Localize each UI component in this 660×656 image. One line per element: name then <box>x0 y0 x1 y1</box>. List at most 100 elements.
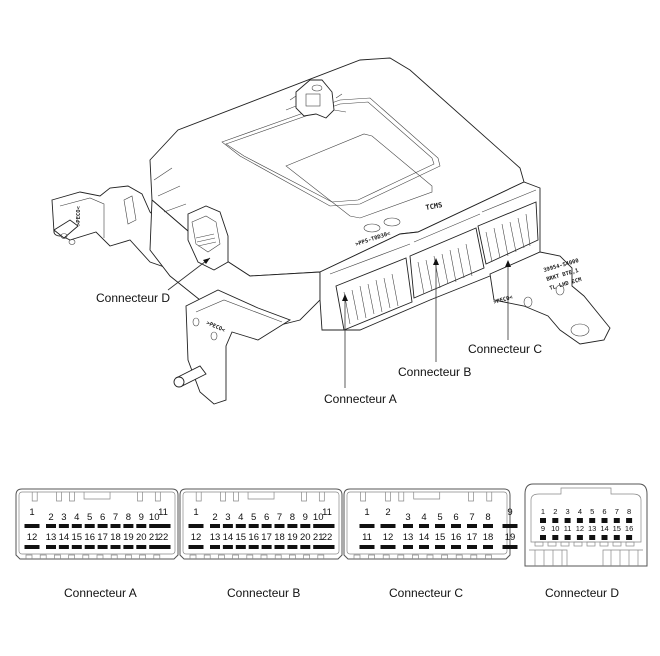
pin-label: 8 <box>627 507 631 516</box>
connector-c-title: Connecteur C <box>389 586 463 600</box>
pin-terminal <box>46 524 56 528</box>
pin-label: 16 <box>248 532 259 543</box>
pin-terminal <box>155 524 171 528</box>
pin-terminal <box>552 535 559 540</box>
connector-b-title: Connecteur B <box>227 586 300 600</box>
pin-terminal <box>261 545 272 549</box>
pin-label: 14 <box>59 532 70 543</box>
connector-d-housing <box>187 205 229 271</box>
pin-terminal <box>274 524 285 528</box>
pin-label: 15 <box>72 532 83 543</box>
pin-label: 1 <box>29 507 34 518</box>
pin-terminal <box>110 545 121 549</box>
latch-tab <box>195 492 202 502</box>
pin-terminal <box>601 518 608 523</box>
pin-label: 22 <box>322 532 333 543</box>
pin-terminal <box>287 545 298 549</box>
connector-housing <box>15 488 179 560</box>
pin-label: 20 <box>300 532 311 543</box>
pin-terminal <box>483 524 493 528</box>
ecu-illustration <box>51 57 611 405</box>
pin-label: 5 <box>437 512 442 523</box>
bottom-tooth <box>426 554 434 559</box>
pin-terminal <box>97 545 108 549</box>
pin-label: 6 <box>264 512 269 523</box>
pin-label: 8 <box>290 512 295 523</box>
pin-terminal <box>210 524 220 528</box>
pin-label: 10 <box>551 524 559 533</box>
pin-label: 14 <box>223 532 234 543</box>
pin-label: 11 <box>158 507 168 518</box>
pin-label: 2 <box>553 507 557 516</box>
pin-terminal <box>300 524 311 528</box>
pin-terminal <box>564 518 571 523</box>
pin-terminal <box>24 545 40 549</box>
connector-inner-frame <box>182 491 340 555</box>
pin-label: 17 <box>261 532 272 543</box>
pin-label: 10 <box>313 512 324 523</box>
pin-label: 4 <box>238 512 243 523</box>
bottom-tooth <box>368 554 375 559</box>
front-connectors <box>329 189 539 331</box>
bottom-tooth <box>68 554 75 559</box>
pin-terminal <box>380 545 396 549</box>
pin-label: 2 <box>48 512 53 523</box>
bottom-tooth <box>455 554 463 559</box>
pin-label: 21 <box>313 532 324 543</box>
pin-label: 14 <box>419 532 430 543</box>
bottom-tooth <box>203 554 211 559</box>
pin-terminal <box>261 524 272 528</box>
pin-label: 16 <box>84 532 95 543</box>
arrow-d-icon <box>203 258 210 264</box>
callout-connector-d: Connecteur D <box>96 291 170 305</box>
bottom-tooth <box>25 554 33 559</box>
pin-terminal <box>502 545 518 549</box>
pin-label: 14 <box>600 524 608 533</box>
latch-tab <box>69 492 75 502</box>
pin-label: 6 <box>602 507 606 516</box>
pin-terminal <box>451 545 461 549</box>
pin-label: 12 <box>27 532 38 543</box>
pin-label: 8 <box>126 512 131 523</box>
connector-shell <box>179 488 343 560</box>
bottom-tooth <box>534 541 544 547</box>
pin-label: 12 <box>383 532 394 543</box>
pin-label: 11 <box>362 532 372 543</box>
pin-label: 7 <box>113 512 118 523</box>
pin-terminal <box>419 524 429 528</box>
connector-housing <box>524 483 648 567</box>
pin-terminal <box>359 545 375 549</box>
bottom-tooth <box>485 554 492 559</box>
pin-label: 5 <box>251 512 256 523</box>
bottom-tooth <box>232 554 239 559</box>
bottom-tooth <box>153 554 161 559</box>
arrow-a-icon <box>342 294 348 301</box>
pin-terminal <box>110 524 121 528</box>
pin-terminal <box>248 524 259 528</box>
pin-terminal <box>274 545 285 549</box>
bottom-tooth <box>547 541 557 547</box>
pin-label: 5 <box>590 507 594 516</box>
pin-terminal <box>287 524 298 528</box>
pin-terminal <box>136 545 147 549</box>
pin-terminal <box>576 535 583 540</box>
arrow-b-icon <box>433 258 439 265</box>
left-bracket-marking: >PECO< <box>76 205 82 226</box>
bottom-tooth <box>412 554 419 559</box>
pin-terminal <box>123 524 134 528</box>
pin-label: 13 <box>403 532 414 543</box>
bottom-tooth <box>573 541 583 547</box>
bottom-tooth <box>96 554 104 559</box>
latch-tab <box>31 492 38 502</box>
bottom-tooth <box>625 541 635 547</box>
latch-tab <box>56 492 62 502</box>
bottom-tooth <box>139 554 146 559</box>
bottom-tooth <box>39 554 47 559</box>
bottom-tooth <box>560 541 570 547</box>
pin-terminal <box>626 518 633 523</box>
